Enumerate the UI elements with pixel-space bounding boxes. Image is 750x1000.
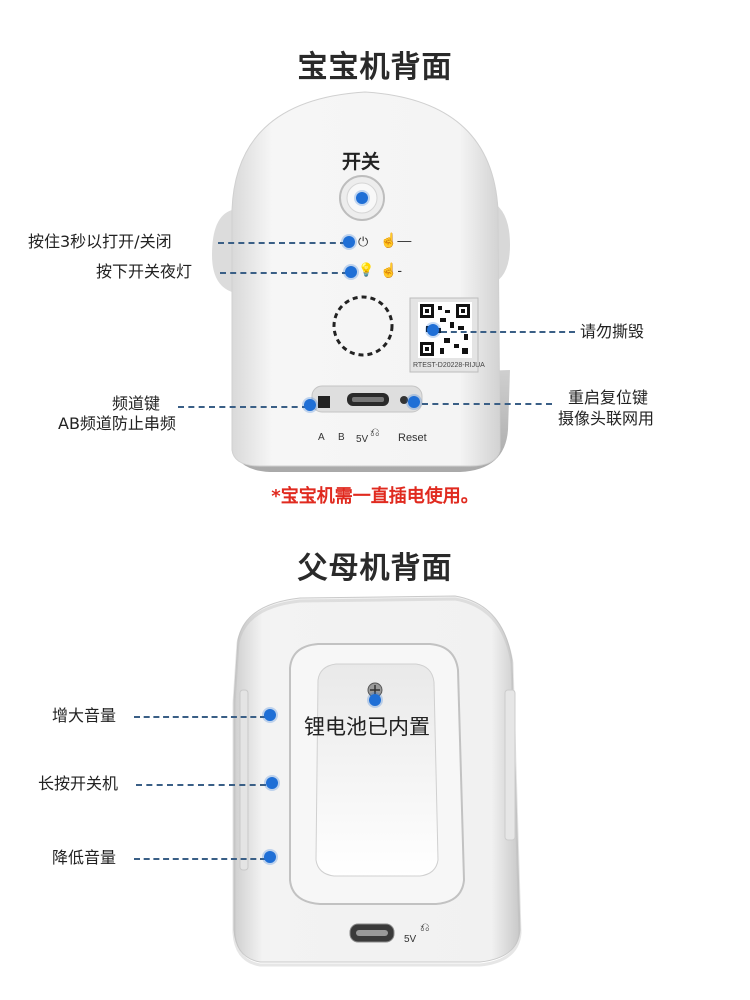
callout-reset-line: [422, 403, 552, 405]
parent-port-label-5v: 5V: [404, 934, 417, 945]
power-button-label: 开关: [342, 151, 381, 173]
parent-usb-icon: ⎌: [420, 920, 430, 934]
battery-screw-marker[interactable]: [369, 694, 381, 706]
baby-unit-title: 宝宝机背面: [297, 50, 453, 85]
tap-icon: ☝-: [380, 262, 403, 278]
port-label-5v: 5V: [356, 434, 369, 445]
tap-hold-icon: ☝—: [380, 232, 412, 248]
callout-power-line: [218, 242, 346, 244]
callout-parent-power-line: [136, 784, 266, 786]
nightlight-marker[interactable]: [345, 266, 357, 278]
baby-unit-body: [212, 91, 510, 472]
plug-in-warning: *宝宝机需一直插电使用。: [271, 486, 479, 507]
power-icon: ⏻: [358, 234, 369, 249]
callout-channel-line: [178, 406, 308, 408]
bulb-icon: 💡: [358, 262, 375, 277]
port-label-b: B: [338, 432, 345, 443]
battery-label: 锂电池已内置: [304, 715, 430, 739]
parent-unit-title: 父母机背面: [297, 551, 453, 586]
callout-qr-line: [441, 331, 575, 333]
volume-down-marker[interactable]: [264, 851, 276, 863]
port-label-a: A: [318, 432, 325, 443]
callout-nightlight: 按下开关夜灯: [96, 262, 193, 281]
parent-unit-body: [232, 595, 522, 967]
callout-nightlight-line: [220, 272, 348, 274]
volume-up-marker[interactable]: [264, 709, 276, 721]
parent-power-marker[interactable]: [266, 777, 278, 789]
callout-parent-power: 长按开关机: [38, 774, 119, 793]
callout-channel-title: 频道键: [112, 394, 161, 413]
callout-power-hold: 按住3秒以打开/关闭: [28, 232, 172, 251]
callout-volume-up: 增大音量: [52, 706, 117, 725]
callout-volume-up-line: [134, 716, 266, 718]
channel-switch-marker[interactable]: [304, 399, 316, 411]
power-button-marker[interactable]: [356, 192, 368, 204]
usb-icon: ⎌: [370, 425, 380, 439]
callout-volume-down: 降低音量: [52, 848, 117, 867]
power-indicator-marker[interactable]: [343, 236, 355, 248]
qr-sticker-marker[interactable]: [427, 324, 439, 336]
callout-reset-title: 重启复位键: [568, 388, 649, 407]
port-label-reset: Reset: [398, 432, 427, 444]
callout-qr: 请勿撕毁: [580, 322, 645, 341]
callout-volume-down-line: [134, 858, 266, 860]
reset-button-marker[interactable]: [408, 396, 420, 408]
callout-channel-desc: AB频道防止串频: [58, 414, 176, 433]
qr-serial-text: RTEST-D20228-RIJUA: [413, 362, 485, 369]
callout-reset-desc: 摄像头联网用: [558, 409, 655, 428]
